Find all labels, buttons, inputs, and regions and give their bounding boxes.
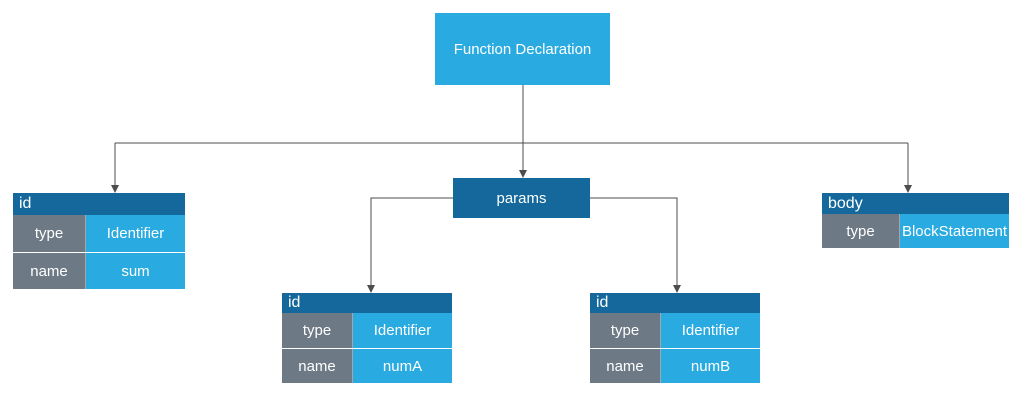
- table-cell-value: Identifier: [353, 313, 452, 348]
- table-row: type BlockStatement: [822, 214, 1009, 248]
- id-sum-table-header: id: [13, 193, 185, 215]
- table-cell-value: Identifier: [86, 215, 185, 252]
- arrowhead-id-numa: [367, 285, 375, 293]
- arrowhead-params: [519, 170, 527, 178]
- table-row: type Identifier: [282, 313, 452, 348]
- params-node: params: [453, 178, 590, 218]
- table-cell-value: sum: [86, 253, 185, 289]
- id-numa-table: id type Identifier name numA: [282, 293, 452, 383]
- function-declaration-node: Function Declaration: [435, 13, 610, 85]
- arrowhead-body: [904, 185, 912, 193]
- table-cell-value: Identifier: [661, 313, 760, 348]
- table-row: name numA: [282, 348, 452, 383]
- table-row: name numB: [590, 348, 760, 383]
- arrowhead-id-sum: [111, 185, 119, 193]
- table-cell-key: type: [822, 214, 900, 248]
- id-numb-table: id type Identifier name numB: [590, 293, 760, 383]
- table-cell-key: type: [590, 313, 661, 348]
- table-row: type Identifier: [590, 313, 760, 348]
- function-declaration-label: Function Declaration: [453, 40, 592, 58]
- body-table: body type BlockStatement: [822, 193, 1009, 248]
- body-table-header: body: [822, 193, 1009, 214]
- table-row: name sum: [13, 252, 185, 289]
- edge-params-numa: [370, 197, 453, 286]
- table-cell-key: name: [282, 349, 353, 383]
- table-cell-key: type: [282, 313, 353, 348]
- table-cell-value: numA: [353, 349, 452, 383]
- table-cell-key: type: [13, 215, 86, 252]
- table-cell-value: BlockStatement: [900, 214, 1009, 248]
- edge-params-numb: [590, 197, 678, 286]
- id-numb-table-header: id: [590, 293, 760, 313]
- table-cell-key: name: [13, 253, 86, 289]
- table-cell-value: numB: [661, 349, 760, 383]
- arrowhead-id-numb: [673, 285, 681, 293]
- table-cell-key: name: [590, 349, 661, 383]
- id-sum-table: id type Identifier name sum: [13, 193, 185, 289]
- id-numa-table-header: id: [282, 293, 452, 313]
- params-label: params: [496, 189, 547, 207]
- table-row: type Identifier: [13, 215, 185, 252]
